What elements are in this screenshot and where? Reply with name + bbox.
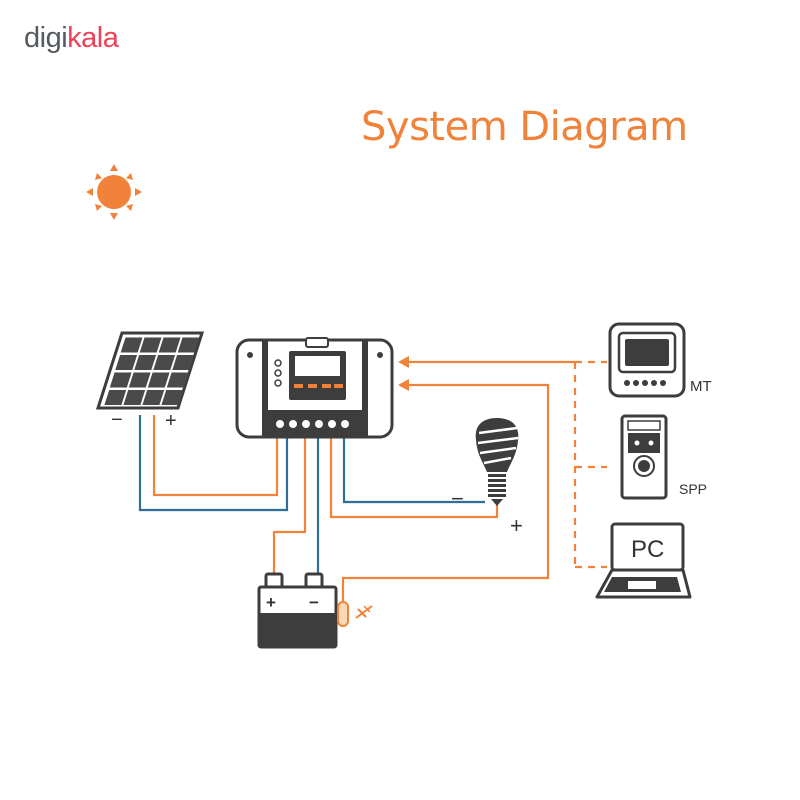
temperature-sensor-icon <box>337 601 373 627</box>
charge-controller-icon <box>235 337 394 439</box>
panel-plus-label: + <box>165 410 177 432</box>
arrow-head <box>398 356 409 368</box>
spp-label: SPP <box>679 481 707 497</box>
arrow-head <box>398 379 409 391</box>
sun-icon <box>86 164 142 220</box>
logo-part-kala: kala <box>67 22 119 54</box>
mt-label: MT <box>690 378 712 395</box>
pc-label: PC <box>631 536 664 563</box>
brand-logo[interactable]: digikala <box>24 22 119 55</box>
logo-part-digi: digi <box>24 22 68 54</box>
diagram-title: System Diagram <box>361 104 688 150</box>
solar-panel-icon <box>95 331 205 410</box>
panel-minus-label: − <box>111 409 123 431</box>
battery-plus-label: + <box>266 593 276 612</box>
wiring <box>138 360 607 608</box>
load-minus-label: − <box>451 486 464 511</box>
meter-icon <box>608 322 686 398</box>
laptop-icon <box>595 522 692 599</box>
load-plus-label: + <box>510 513 523 538</box>
spp-device-icon <box>620 414 668 500</box>
light-bulb-icon <box>475 418 519 506</box>
battery-icon <box>257 572 338 649</box>
battery-minus-label: − <box>309 593 319 612</box>
